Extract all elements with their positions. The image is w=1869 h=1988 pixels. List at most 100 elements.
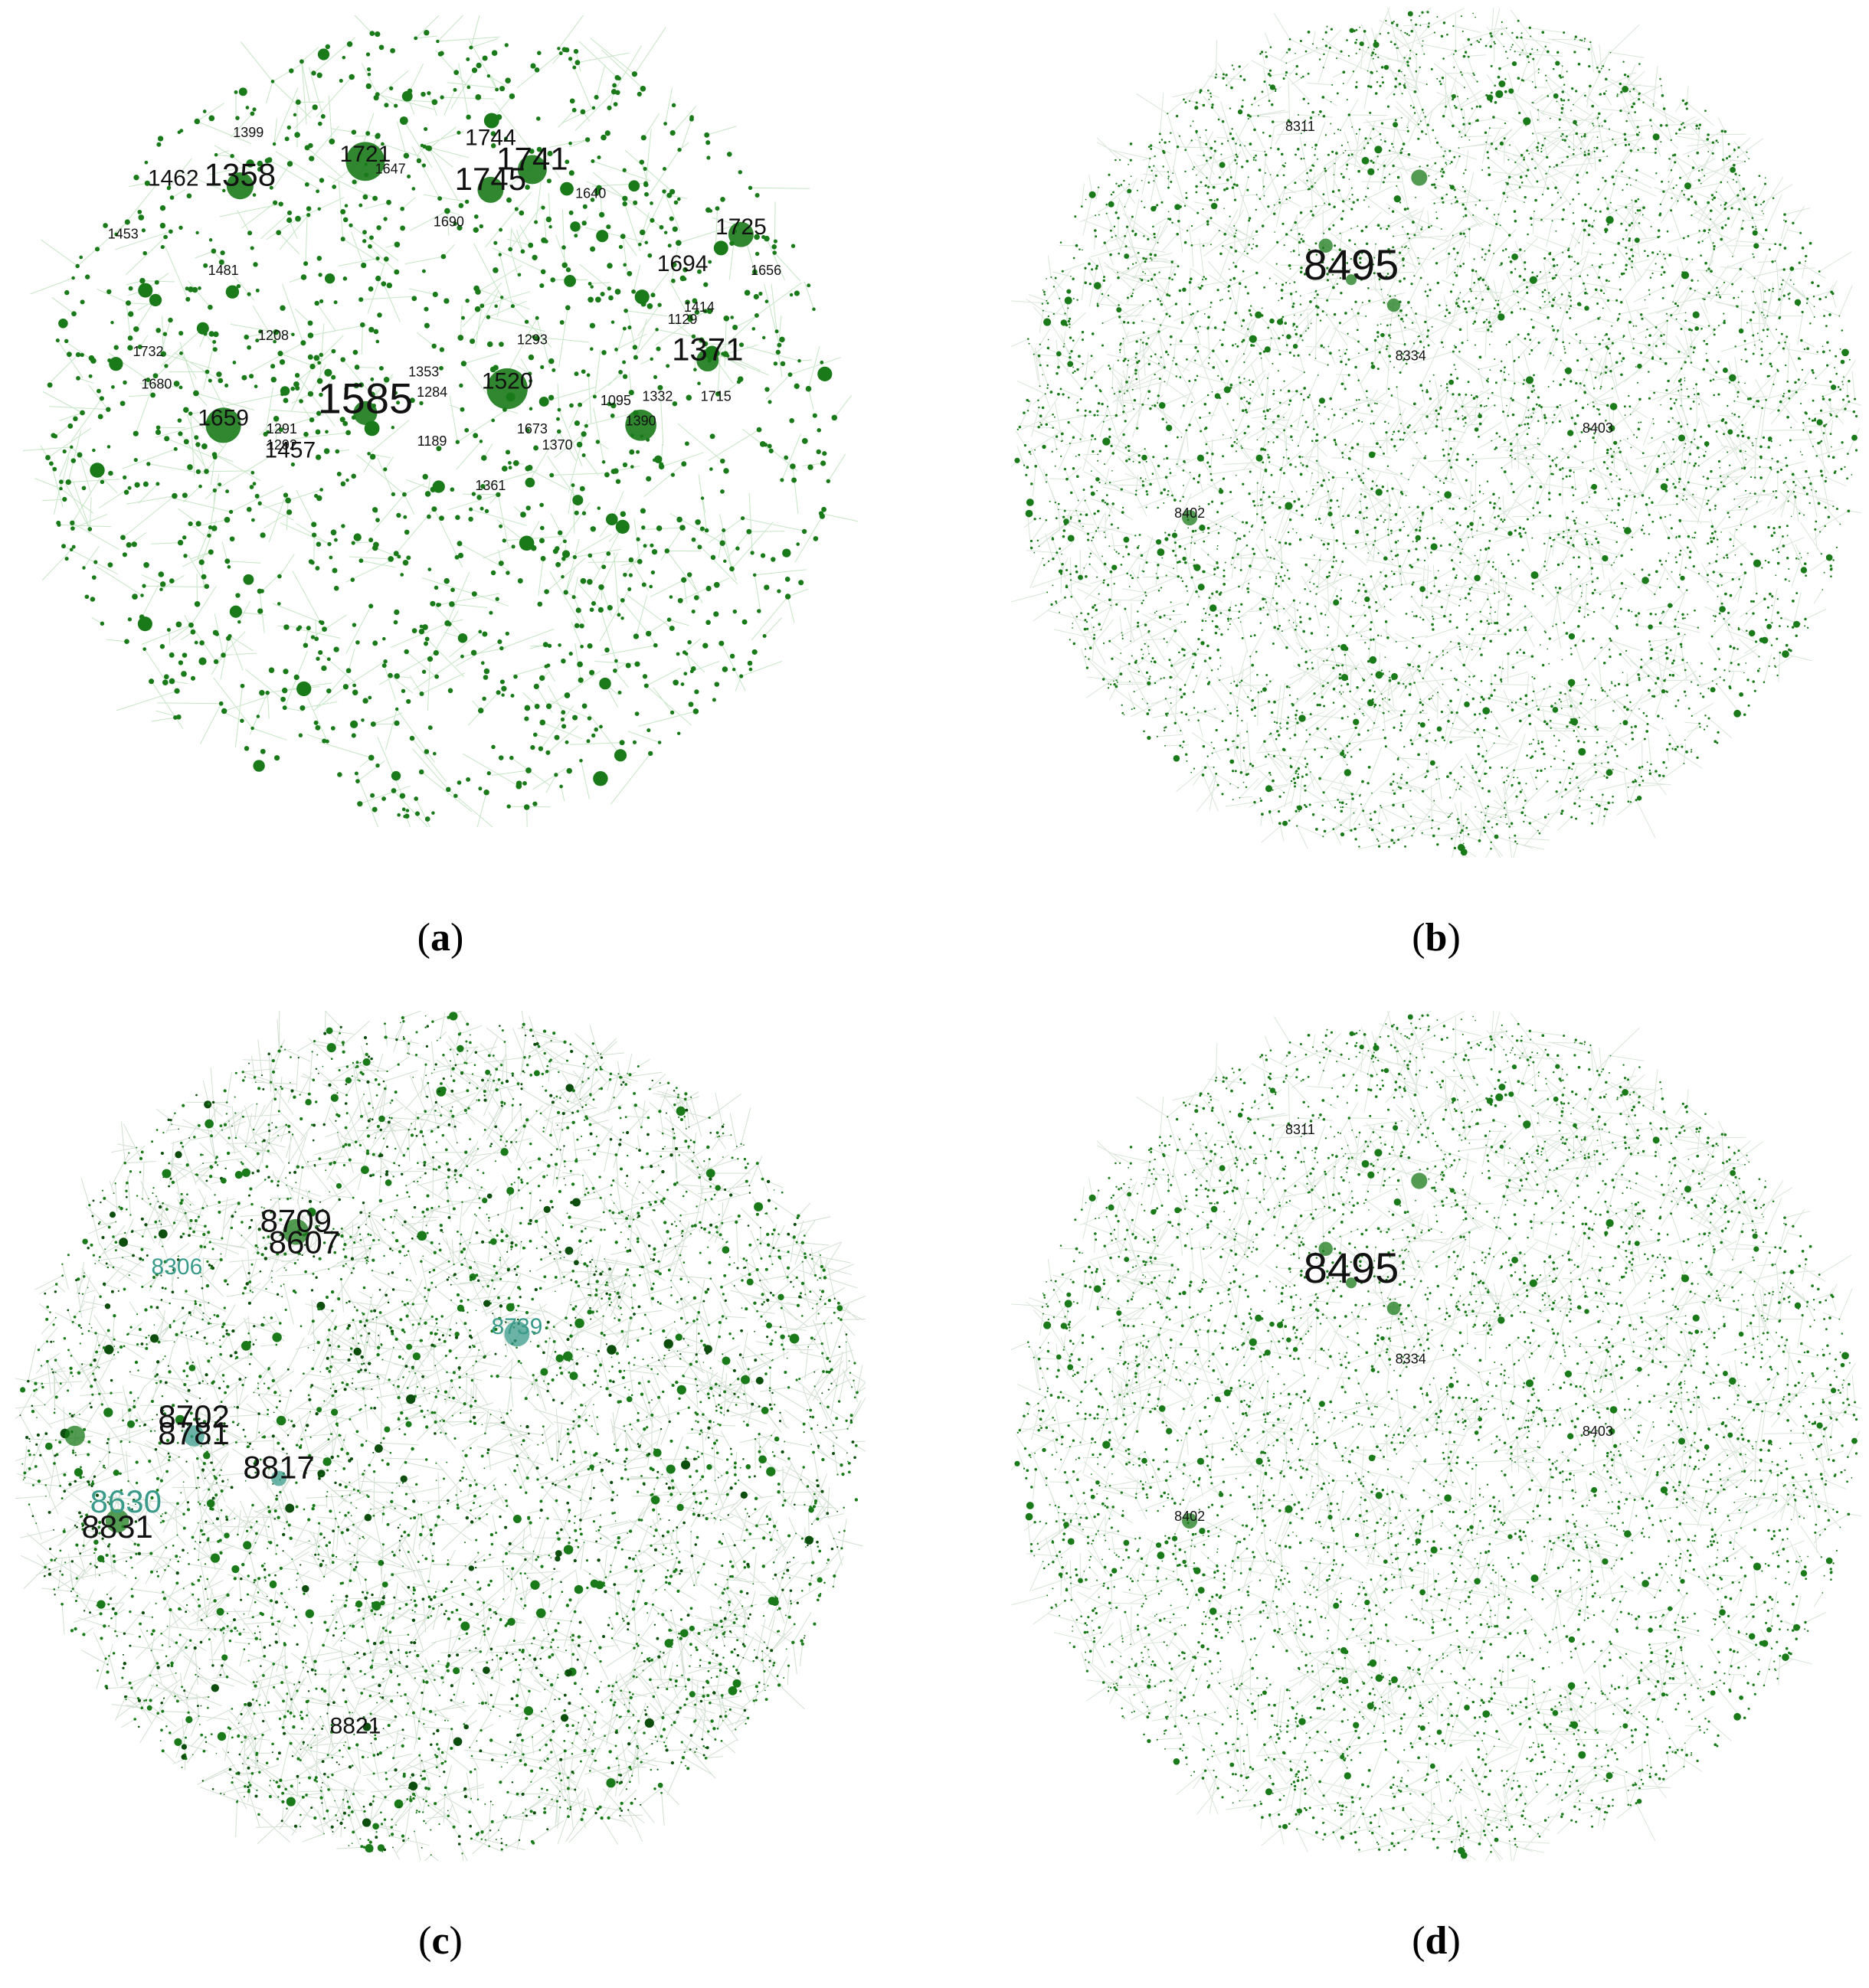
graph-node xyxy=(252,193,257,197)
graph-node xyxy=(1803,562,1807,565)
graph-node xyxy=(1685,107,1688,110)
graph-node xyxy=(365,52,371,57)
graph-node xyxy=(69,548,74,552)
graph-node xyxy=(622,195,628,201)
node-label: 1585 xyxy=(318,374,414,422)
graph-node xyxy=(1677,304,1679,307)
graph-node xyxy=(1604,197,1607,200)
graph-node xyxy=(1223,583,1226,586)
graph-node xyxy=(1323,705,1326,708)
graph-node xyxy=(1256,457,1259,460)
graph-node xyxy=(1449,185,1455,190)
graph-node xyxy=(1268,754,1270,756)
graph-node xyxy=(1627,438,1628,440)
graph-node xyxy=(1295,772,1297,774)
graph-node xyxy=(1672,187,1674,189)
graph-node xyxy=(1556,191,1560,194)
graph-node xyxy=(1403,86,1406,89)
graph-node xyxy=(1238,65,1241,68)
graph-node xyxy=(1163,502,1165,504)
graph-node xyxy=(124,639,129,645)
graph-node xyxy=(1475,16,1476,18)
graph-node xyxy=(1235,684,1239,688)
graph-node xyxy=(1145,594,1147,597)
graph-node xyxy=(590,285,594,289)
graph-node xyxy=(1725,157,1729,160)
node-label: 1390 xyxy=(626,413,656,428)
graph-node xyxy=(1367,84,1370,88)
graph-node xyxy=(1543,630,1546,633)
graph-node xyxy=(1448,149,1452,152)
graph-node xyxy=(516,780,522,786)
graph-node xyxy=(1572,212,1574,214)
graph-node xyxy=(1593,150,1596,152)
graph-node xyxy=(316,541,322,547)
graph-node xyxy=(1158,132,1161,136)
graph-node xyxy=(1447,453,1450,456)
graph-node xyxy=(669,188,676,195)
graph-node xyxy=(594,94,599,100)
graph-node xyxy=(1592,387,1596,390)
graph-node xyxy=(1714,530,1717,533)
graph-node xyxy=(314,636,319,642)
graph-node xyxy=(1833,471,1836,474)
graph-node xyxy=(1157,506,1159,509)
graph-node xyxy=(796,542,800,546)
graph-node xyxy=(613,668,617,673)
graph-node xyxy=(1524,195,1527,199)
graph-node xyxy=(393,620,398,625)
graph-node xyxy=(1255,230,1259,234)
graph-node xyxy=(1127,364,1128,366)
graph-node xyxy=(1240,325,1243,327)
graph-node xyxy=(1611,342,1614,345)
graph-node xyxy=(1355,38,1358,41)
graph-node xyxy=(1740,563,1743,566)
graph-node xyxy=(132,593,138,600)
graph-node xyxy=(1798,558,1800,560)
graph-node xyxy=(1359,41,1364,47)
graph-node xyxy=(318,620,322,624)
graph-node xyxy=(1110,444,1113,448)
graph-node xyxy=(1042,309,1044,312)
graph-node xyxy=(1562,76,1564,78)
graph-node xyxy=(548,224,552,229)
graph-node xyxy=(1317,374,1319,376)
graph-node xyxy=(1026,499,1034,506)
graph-node xyxy=(1337,188,1340,192)
graph-node xyxy=(1298,253,1301,257)
graph-node xyxy=(1115,159,1117,162)
graph-node xyxy=(1198,596,1200,598)
graph-node xyxy=(1733,178,1734,181)
graph-node xyxy=(708,260,712,264)
graph-node xyxy=(1596,803,1599,806)
graph-node xyxy=(382,636,386,641)
graph-node xyxy=(1497,515,1500,518)
graph-node xyxy=(542,642,548,648)
graph-node xyxy=(457,224,463,231)
graph-node xyxy=(1059,387,1062,391)
graph-node xyxy=(1665,767,1668,769)
graph-node xyxy=(1275,576,1278,577)
graph-node xyxy=(1634,779,1636,781)
graph-node xyxy=(1406,60,1409,64)
graph-node xyxy=(1365,506,1368,509)
graph-node xyxy=(1297,148,1300,151)
graph-node xyxy=(1758,175,1761,178)
graph-node xyxy=(1301,456,1304,458)
graph-node xyxy=(1383,176,1386,179)
graph-node xyxy=(601,134,607,141)
graph-node xyxy=(1209,96,1213,98)
graph-node xyxy=(1531,537,1533,539)
graph-node xyxy=(1688,328,1691,332)
graph-node xyxy=(1716,741,1719,744)
graph-node xyxy=(1281,334,1285,337)
graph-node xyxy=(1622,86,1628,93)
graph-node xyxy=(1634,111,1636,113)
graph-node xyxy=(1347,54,1350,57)
graph-node xyxy=(1468,227,1471,231)
graph-node xyxy=(211,525,218,531)
graph-node xyxy=(1072,366,1074,368)
graph-node xyxy=(1668,253,1672,257)
graph-node xyxy=(183,554,188,558)
graph-node xyxy=(532,335,535,339)
